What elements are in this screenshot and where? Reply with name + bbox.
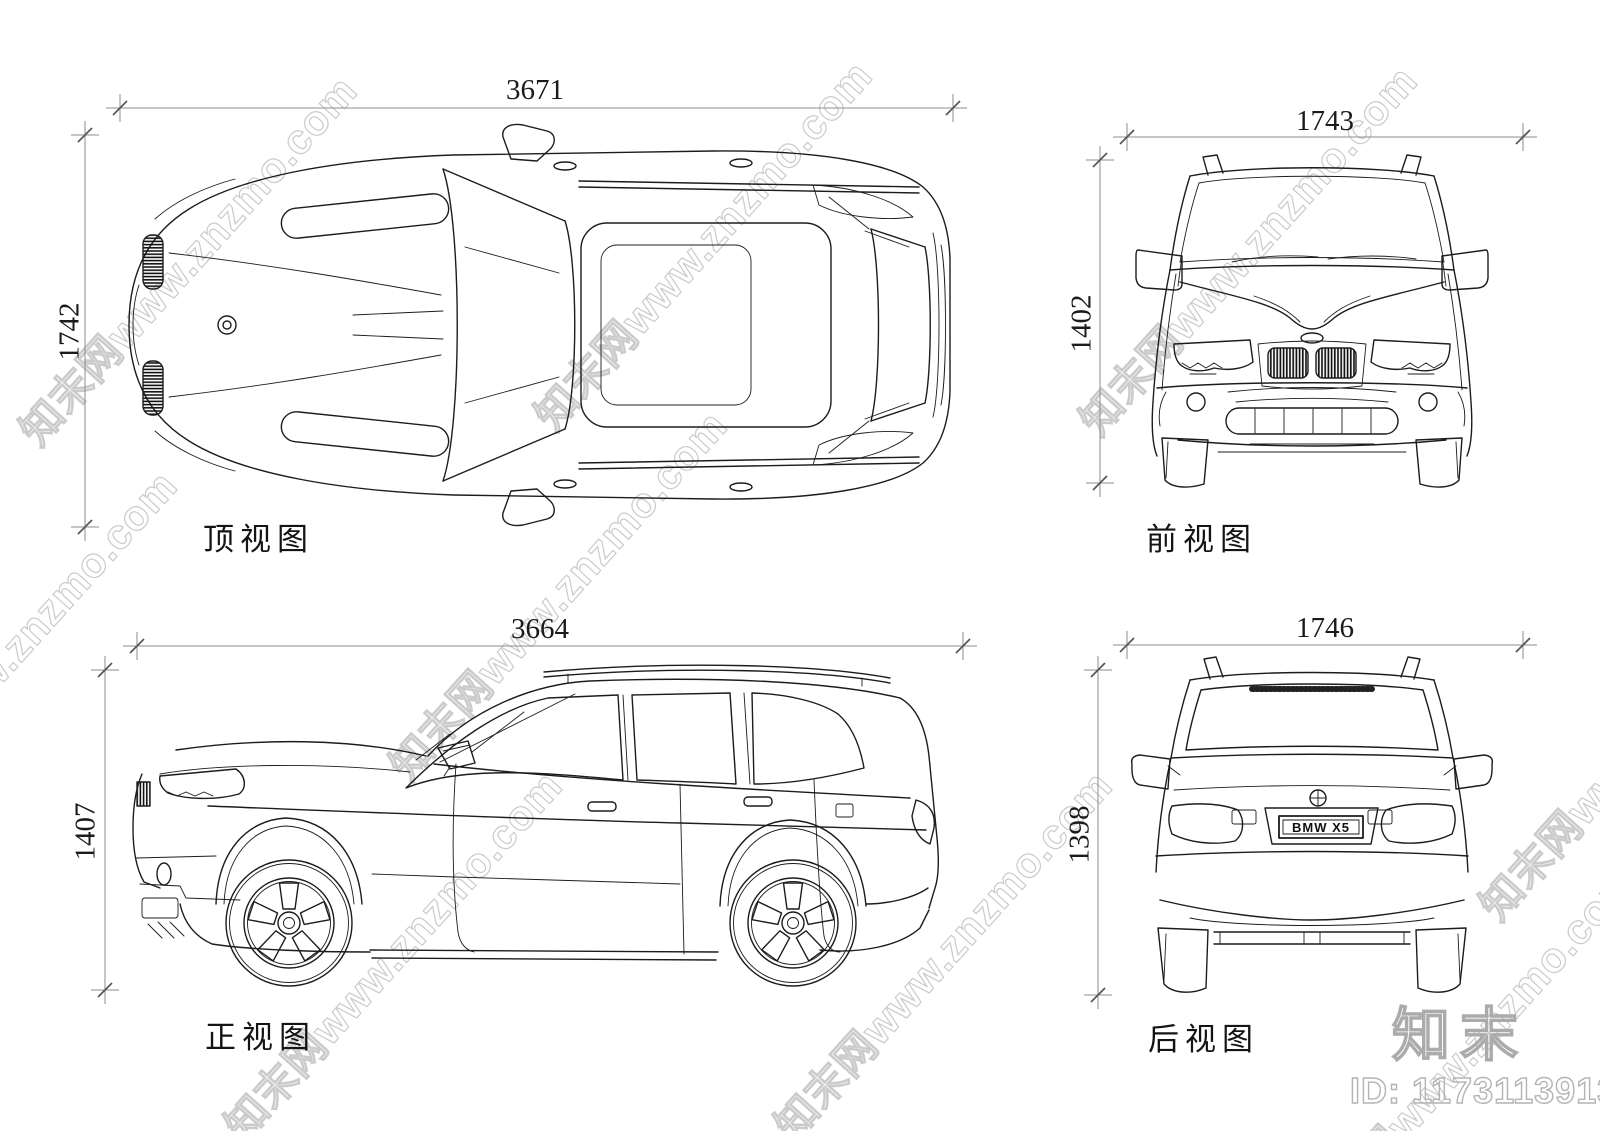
side-view-height-dim: 1407 — [69, 802, 102, 861]
side-view-label: 正视图 — [205, 1020, 316, 1055]
side-view-width-dim: 3664 — [511, 613, 569, 645]
rear-underbody — [1214, 932, 1410, 944]
rear-window-top — [829, 197, 930, 453]
side-mirrors-top — [503, 125, 555, 526]
front-wheel — [226, 860, 352, 986]
rear-wheel — [730, 860, 856, 986]
side-mirror-right — [1444, 755, 1492, 789]
front-view-drawing — [1132, 150, 1492, 490]
fog-light-right — [1419, 393, 1437, 411]
top-view-drawing — [113, 119, 958, 531]
hood-vents — [143, 235, 163, 415]
fog-light-left — [1187, 393, 1205, 411]
taillight-left — [1169, 804, 1256, 843]
door-handle-front — [588, 802, 616, 811]
side-mirror — [438, 741, 475, 776]
rear-window — [1186, 684, 1438, 750]
rear-wheels — [1158, 928, 1466, 992]
side-view-drawing — [120, 652, 960, 992]
door-handle-rear — [744, 797, 772, 806]
headlight-right — [1371, 340, 1450, 371]
lower-grille — [1226, 408, 1398, 434]
top-view-label: 顶视图 — [203, 522, 314, 557]
headlight-left — [1174, 340, 1253, 371]
windshield-top — [443, 169, 575, 481]
front-end-side — [133, 742, 426, 952]
license-plate-text: BMW X5 — [1292, 820, 1350, 835]
front-view-width-dim: 1743 — [1296, 105, 1354, 137]
image-id-text: ID: 1173113913 — [1349, 1069, 1600, 1111]
taillight-side — [912, 800, 934, 844]
roof-rails-top — [554, 159, 919, 491]
rear-view-width-dim: 1746 — [1296, 612, 1354, 644]
znzmo-logo: 知末 — [1391, 1002, 1529, 1069]
front-view-label: 前视图 — [1146, 522, 1257, 557]
side-mirror-right — [1442, 250, 1488, 290]
bmw-emblem-rear — [1310, 790, 1326, 806]
rear-view-label: 后视图 — [1148, 1022, 1259, 1057]
side-mirror-left — [1136, 250, 1182, 290]
side-mirror-left — [1132, 755, 1180, 789]
front-view-height-dim: 1402 — [1065, 294, 1098, 353]
side-windows — [406, 693, 864, 788]
taillight-right — [1368, 804, 1455, 843]
license-plate: BMW X5 — [1265, 808, 1378, 844]
top-view-height-dim: 1742 — [53, 302, 86, 361]
kidney-grille — [1258, 341, 1366, 389]
front-wheels — [1162, 438, 1462, 487]
bmw-emblem-front — [1301, 333, 1323, 343]
rear-view-height-dim: 1398 — [1063, 805, 1096, 864]
top-view-width-dim: 3671 — [506, 74, 564, 106]
rear-view-drawing: BMW X5 — [1128, 648, 1496, 1008]
door-seams — [453, 764, 840, 954]
